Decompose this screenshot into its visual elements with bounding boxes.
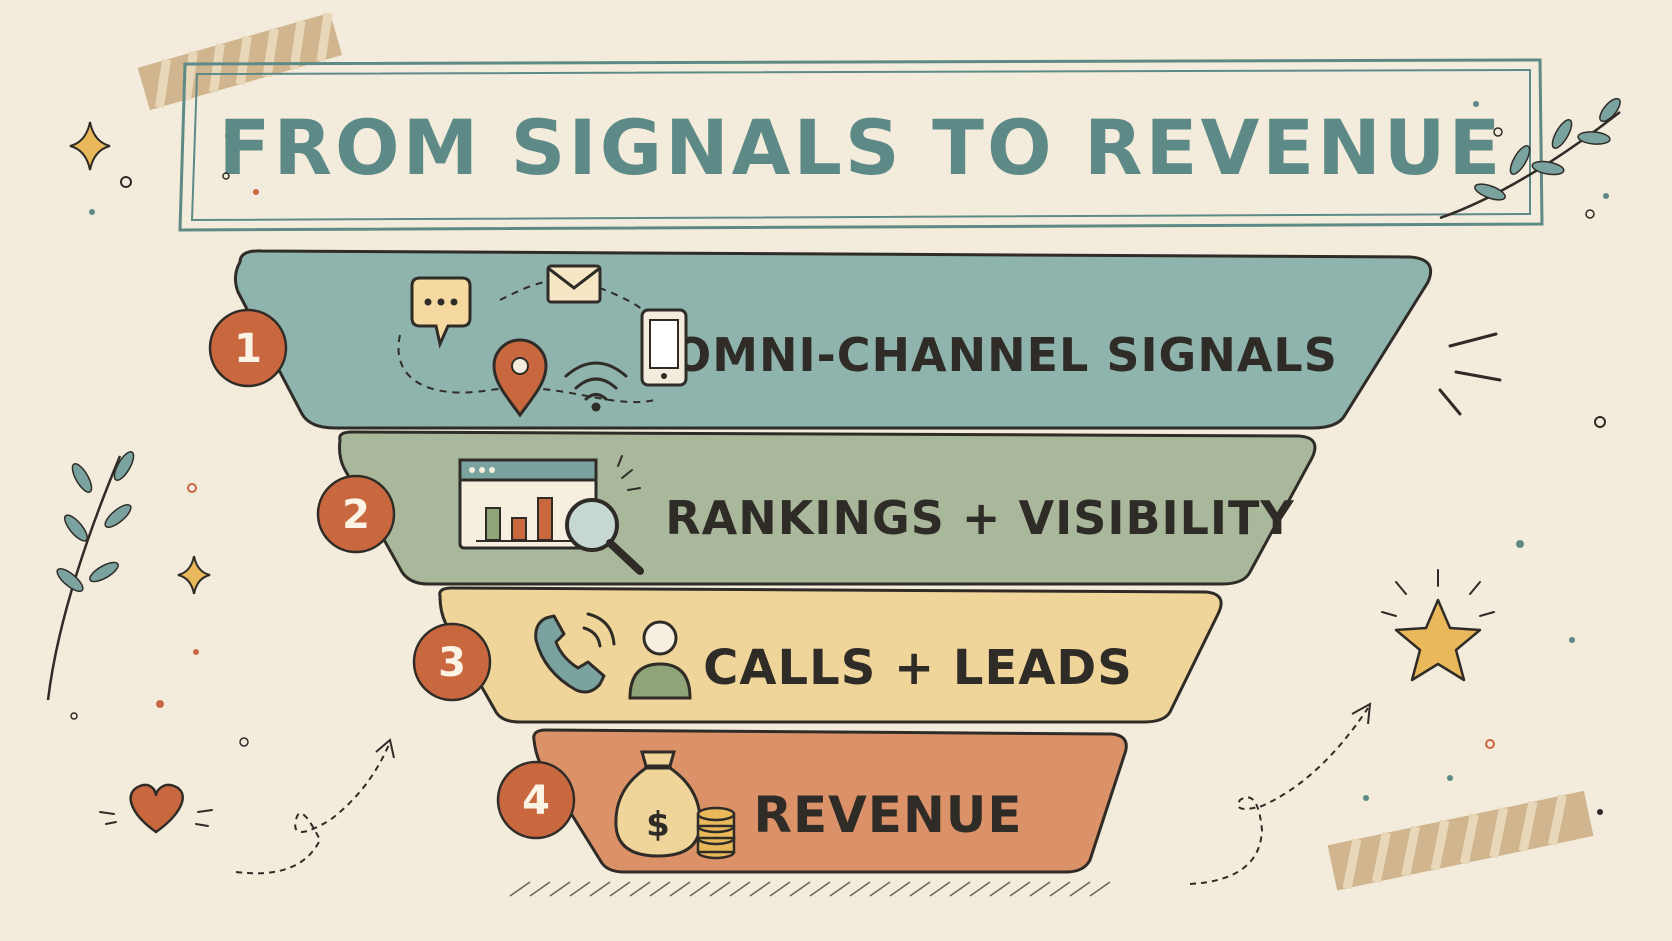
- stage-2-label: RANKINGS + VISIBILITY: [665, 491, 1295, 545]
- money-bag-icon: $: [614, 750, 702, 858]
- number-badge-2: 2: [316, 474, 396, 554]
- leaf-branch-icon-top-right: [1439, 97, 1621, 220]
- page-title: FROM SIGNALS TO REVENUE: [219, 103, 1504, 192]
- stage-4-label: REVENUE: [753, 786, 1022, 844]
- phone-icon: [534, 612, 616, 694]
- magnifier-icon: [565, 498, 644, 575]
- dashed-arrow-icon-left: [235, 741, 391, 875]
- badge-1-number: 1: [234, 326, 262, 372]
- sparkle-star-icon-top-left: [69, 121, 111, 171]
- ground-hatching: [509, 881, 1111, 897]
- stage-1-dashed-path: [397, 334, 656, 404]
- number-badge-1: 1: [208, 308, 288, 388]
- funnel-stage-4: REVENUE $: [532, 728, 1128, 874]
- coin-stack-icon: [696, 806, 736, 860]
- stage-1-label: OMNI-CHANNEL SIGNALS: [672, 328, 1338, 382]
- arrow-head-left: [375, 738, 395, 759]
- number-badge-3: 3: [412, 622, 492, 702]
- funnel-stage-3: CALLS + LEADS: [438, 586, 1223, 724]
- number-badge-4: 4: [496, 760, 576, 840]
- wifi-icon: [564, 361, 628, 412]
- stage-3-label: CALLS + LEADS: [703, 640, 1133, 696]
- funnel-stage-1: OMNI-CHANNEL SIGNALS: [233, 249, 1433, 430]
- map-pin-icon: [492, 338, 548, 418]
- person-icon: [628, 620, 692, 700]
- chat-bubble-icon: [410, 276, 472, 349]
- star-icon-right: [1381, 569, 1495, 682]
- emphasis-lines-right: [1438, 332, 1502, 416]
- badge-4-number: 4: [522, 778, 550, 824]
- arrow-head-right: [1351, 702, 1372, 725]
- scattered-dots: [70, 101, 1609, 815]
- badge-2-number: 2: [342, 492, 370, 538]
- svg-text:$: $: [646, 805, 670, 845]
- sparkle-star-icon-left: [177, 555, 211, 595]
- funnel-stage-2: RANKINGS + VISIBILITY: [338, 430, 1317, 586]
- badge-3-number: 3: [438, 640, 466, 686]
- tape-top-left: [137, 12, 343, 111]
- smartphone-icon: [640, 308, 688, 387]
- dashed-arrow-icon-right: [1189, 707, 1369, 885]
- title-frame: [178, 58, 1544, 232]
- heart-icon: [99, 783, 213, 834]
- sparkle-lines: [617, 455, 641, 491]
- envelope-icon: [546, 264, 602, 304]
- tape-bottom-right: [1327, 790, 1594, 891]
- leaf-branch-icon-left: [46, 451, 135, 701]
